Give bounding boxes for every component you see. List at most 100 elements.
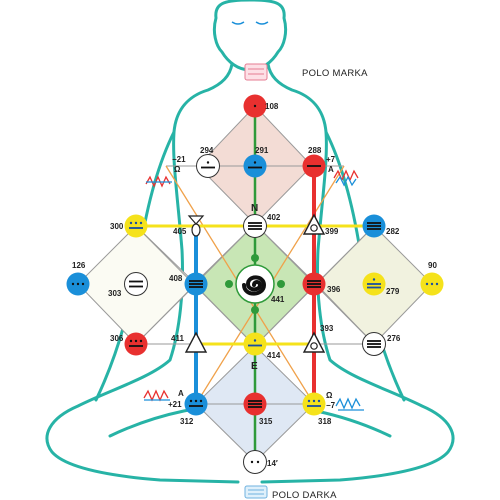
glyph-dot	[134, 221, 138, 225]
glyph-bar	[367, 228, 381, 230]
triangle-icon	[184, 331, 208, 353]
glyph-bar	[367, 343, 381, 345]
glyph-bar	[189, 280, 203, 282]
heart-dots	[225, 254, 285, 314]
node-circle	[184, 392, 208, 416]
glyph-dot	[71, 282, 75, 286]
side-sub-upper-left: Ω	[174, 165, 181, 174]
node-circle	[124, 272, 148, 296]
pole-bottom-label: POLO DARKA	[272, 490, 337, 500]
node-14: 14′	[243, 450, 278, 474]
glyph-dot	[129, 339, 133, 343]
glyph-dot	[189, 399, 193, 403]
glyph-bar	[248, 228, 262, 230]
glyph-dot	[76, 282, 80, 286]
glyph-bar	[307, 165, 321, 167]
glyph-bar	[307, 286, 321, 288]
symbols-layer: 405 399 411 393	[171, 213, 339, 353]
glyph-bar	[189, 286, 203, 288]
node-label: 90	[428, 261, 437, 270]
glyph-bar	[129, 280, 143, 283]
node-288: 288	[302, 146, 326, 178]
glyph-dot	[253, 339, 257, 342]
symbol-label: 393	[320, 324, 334, 333]
ankh-icon	[187, 215, 205, 225]
glyph-dot	[199, 399, 203, 403]
node-circle	[243, 450, 267, 474]
node-108: 108	[243, 94, 279, 118]
node-circle	[243, 332, 267, 356]
wave-icon	[143, 389, 169, 402]
node-label: 312	[180, 417, 194, 426]
north-label: N	[251, 203, 258, 214]
wave-icon	[333, 169, 359, 182]
closed-eyes	[231, 21, 269, 25]
green-dot	[251, 306, 259, 314]
node-label: 300	[110, 222, 124, 231]
root-marker-icon	[244, 485, 268, 499]
green-dot	[251, 254, 259, 262]
glyph-dot	[372, 278, 376, 281]
node-label: 288	[308, 146, 322, 155]
node-label: 108	[265, 102, 279, 111]
node-303: 303	[108, 272, 148, 298]
right-torso-outline	[260, 62, 455, 484]
node-circle	[243, 154, 267, 178]
glyph-dot	[253, 161, 257, 164]
node-label: 126	[72, 261, 86, 270]
green-dot	[277, 280, 285, 288]
node-circle	[124, 214, 148, 238]
glyph-bar	[248, 344, 262, 347]
glyph-bar	[129, 285, 143, 288]
node-294: 294	[196, 146, 220, 178]
node-396: 396	[302, 272, 341, 296]
side-value-upper-left: −21	[172, 155, 186, 164]
glyph-bar	[189, 405, 203, 407]
node-label: 318	[318, 417, 332, 426]
side-value-lower-right: −7	[326, 401, 336, 410]
glyph-dot	[194, 399, 198, 403]
side-sub-lower-right: Ω	[326, 391, 333, 400]
pole-markers	[244, 63, 268, 499]
glyph-bar	[367, 283, 381, 285]
glyph-dot	[435, 282, 439, 286]
node-90: 90	[420, 261, 444, 296]
head-outline	[212, 0, 288, 72]
spiral-icon	[242, 275, 267, 296]
node-circle	[196, 154, 220, 178]
glyph-bar	[248, 406, 262, 408]
wave-icon	[145, 175, 171, 188]
node-402: 402	[243, 213, 281, 238]
triangle-loop-icon	[310, 342, 318, 350]
glyph-dot	[134, 339, 138, 343]
node-label: 402	[267, 213, 281, 222]
node-126: 126	[66, 261, 90, 296]
glyph-bar	[367, 340, 381, 342]
ankh-icon	[191, 223, 201, 237]
symbol-label: 405	[173, 227, 187, 236]
side-sub-upper-right: A	[328, 165, 334, 174]
glyph-dot	[425, 282, 429, 286]
wave-icon	[335, 175, 357, 187]
node-300: 300	[110, 214, 148, 238]
glyph-bar	[201, 166, 215, 169]
left-eye-icon	[231, 21, 245, 25]
symbol-411: 411	[171, 331, 208, 353]
node-label: 291	[255, 146, 269, 155]
glyph-dot	[81, 282, 85, 286]
symbol-399: 399	[302, 213, 339, 236]
glyph-dot	[206, 161, 210, 164]
node-276: 276	[362, 332, 401, 356]
glyph-dot	[312, 399, 316, 403]
glyph-bar	[367, 222, 381, 224]
node-414: 414	[243, 332, 281, 360]
glyph-dot	[250, 460, 254, 464]
node-label: 315	[259, 417, 273, 426]
node-label: 294	[200, 146, 214, 155]
glyph-dot	[253, 104, 257, 108]
east-label: E	[251, 361, 258, 372]
node-312: 312	[180, 392, 208, 426]
